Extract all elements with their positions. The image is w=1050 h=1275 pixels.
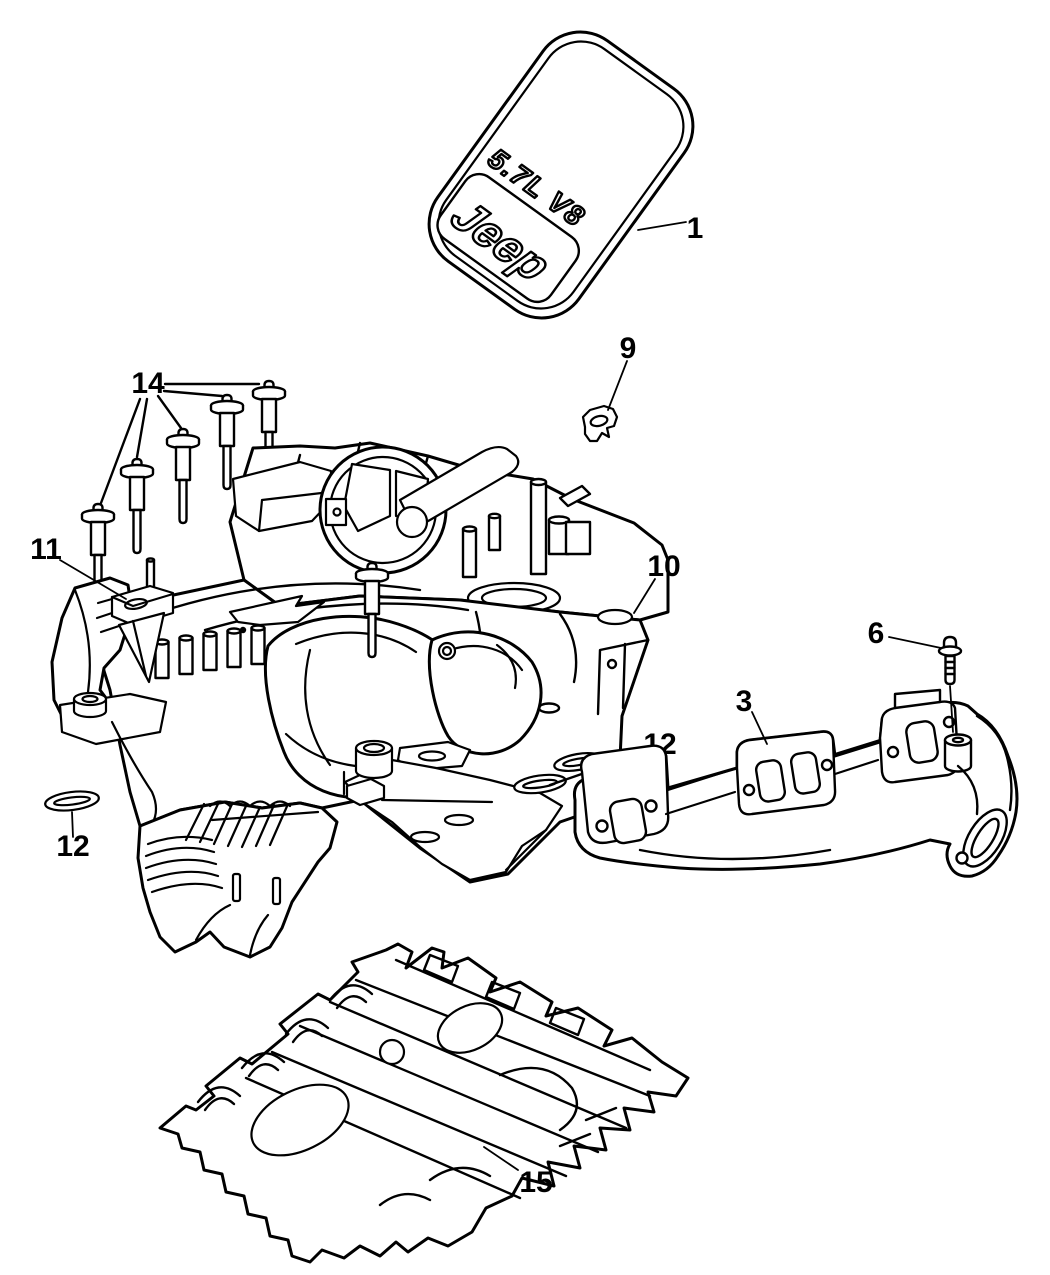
fuel-rail-ball xyxy=(395,505,429,539)
callout-1-label: 1 xyxy=(687,212,704,245)
leader-lines-14 xyxy=(99,382,261,505)
tray-edge-tabs xyxy=(422,953,618,1148)
seal-left xyxy=(44,790,100,812)
callout-12-left-label: 12 xyxy=(56,830,89,863)
leader-line-1 xyxy=(637,221,687,231)
cover-logo-panel xyxy=(436,172,581,304)
bolt-alignment-line xyxy=(949,685,954,733)
fittings xyxy=(145,477,592,590)
callout-14-label: 14 xyxy=(131,367,165,400)
exhaust-flange-right xyxy=(878,688,973,784)
callout-15-label: 15 xyxy=(519,1166,552,1199)
callout-3-label: 3 xyxy=(736,685,753,718)
leader-line-10 xyxy=(633,578,656,614)
insulator-tray-part xyxy=(158,942,690,1264)
leader-line-11 xyxy=(59,559,127,600)
cover-outline xyxy=(427,30,695,320)
surface-arrow-facet xyxy=(228,594,326,627)
mounting-bracket xyxy=(95,584,175,684)
leader-line-9 xyxy=(607,360,628,411)
corner-boss xyxy=(596,608,634,626)
callout-10-label: 10 xyxy=(647,550,680,583)
exhaust-tube-2 xyxy=(833,738,882,776)
exhaust-collector xyxy=(638,714,1013,868)
right-block-details xyxy=(537,638,650,716)
bottom-flange xyxy=(343,739,564,882)
tray-saddles xyxy=(196,984,579,1207)
callout-9-label: 9 xyxy=(620,332,637,365)
cover-inner-outline xyxy=(437,40,685,310)
clip-part xyxy=(581,404,619,443)
callout-6-label: 6 xyxy=(868,617,885,650)
leader-line-6 xyxy=(888,636,942,649)
exhaust-tube-1 xyxy=(664,766,739,816)
runner-ports xyxy=(154,624,266,680)
leader-line-12-left xyxy=(71,811,74,838)
tray-outline xyxy=(158,942,690,1264)
intake-manifold-part xyxy=(50,441,670,959)
fuel-rail-cover-edge xyxy=(257,490,332,533)
tray-cutouts xyxy=(250,1002,504,1157)
leader-line-3 xyxy=(751,711,768,745)
exhaust-manifold-part xyxy=(573,688,1019,878)
lower-ribbed-shell xyxy=(136,800,339,959)
leader-line-15 xyxy=(483,1146,519,1171)
bolt-part xyxy=(937,635,963,686)
engine-cover-part: 5.7L V8 Jeep xyxy=(427,30,695,320)
exhaust-flange-left xyxy=(579,744,670,845)
exhaust-flange-middle xyxy=(735,730,837,816)
callout-11-label: 11 xyxy=(30,533,62,566)
